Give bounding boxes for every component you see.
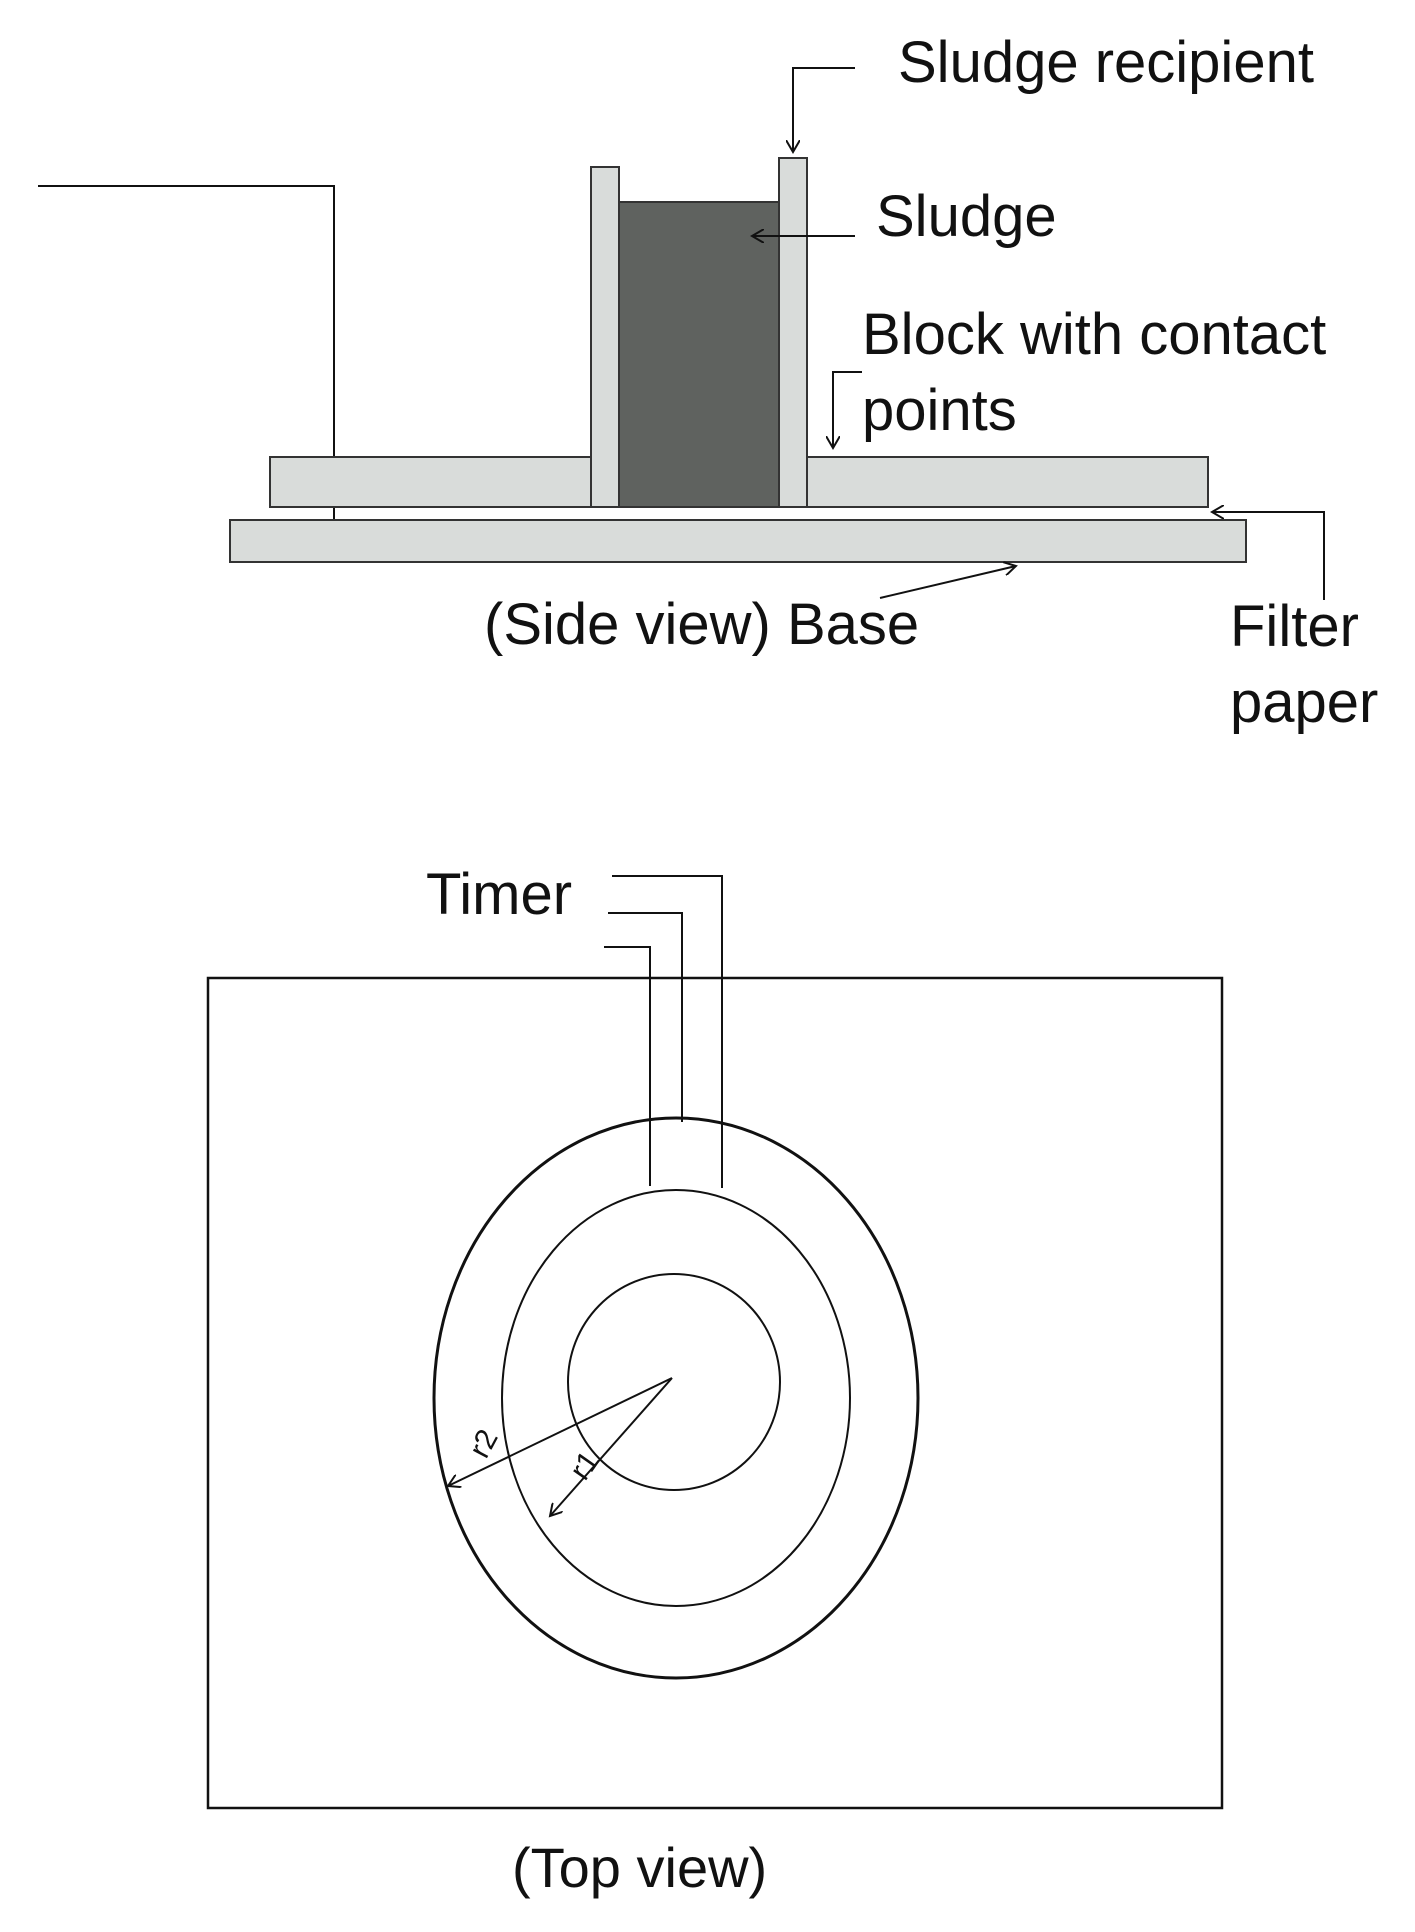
label-sludge-recipient: Sludge recipient — [898, 30, 1314, 95]
label-top-view-caption: (Top view) — [512, 1836, 768, 1899]
outer-circle — [432, 1116, 920, 1680]
top-view-frame — [206, 976, 1224, 1810]
leader-sludge-recipient — [793, 67, 855, 152]
label-sludge: Sludge — [876, 184, 1057, 249]
side-view — [38, 67, 1325, 600]
timer-wire-1 — [604, 946, 651, 1186]
inner-circle — [567, 1273, 781, 1491]
timer-wire-side — [38, 185, 335, 522]
label-timer: Timer — [426, 862, 573, 927]
leader-base — [879, 566, 1016, 599]
label-block-line2: points — [862, 378, 1017, 443]
radius-r2-arrow — [448, 1377, 673, 1486]
label-filter-line2: paper — [1230, 670, 1379, 735]
leader-filter-paper — [1212, 512, 1325, 600]
timer-wire-3 — [612, 875, 723, 1188]
recipient-wall-left — [590, 166, 620, 508]
sludge-fill — [617, 201, 781, 508]
label-block-line1: Block with contact — [862, 302, 1327, 367]
middle-circle — [501, 1189, 851, 1607]
label-side-view-base: (Side view) Base — [484, 592, 920, 657]
top-view: r2 r1 — [206, 875, 1224, 1810]
r1-label: r1 — [564, 1445, 606, 1486]
label-filter-line1: Filter — [1230, 594, 1359, 659]
r2-label: r2 — [463, 1424, 505, 1463]
radius-r1-arrow — [550, 1377, 673, 1516]
timer-wire-2 — [608, 912, 683, 1122]
leader-block — [833, 371, 862, 448]
base-plate — [229, 519, 1247, 563]
recipient-wall-right — [778, 157, 808, 508]
